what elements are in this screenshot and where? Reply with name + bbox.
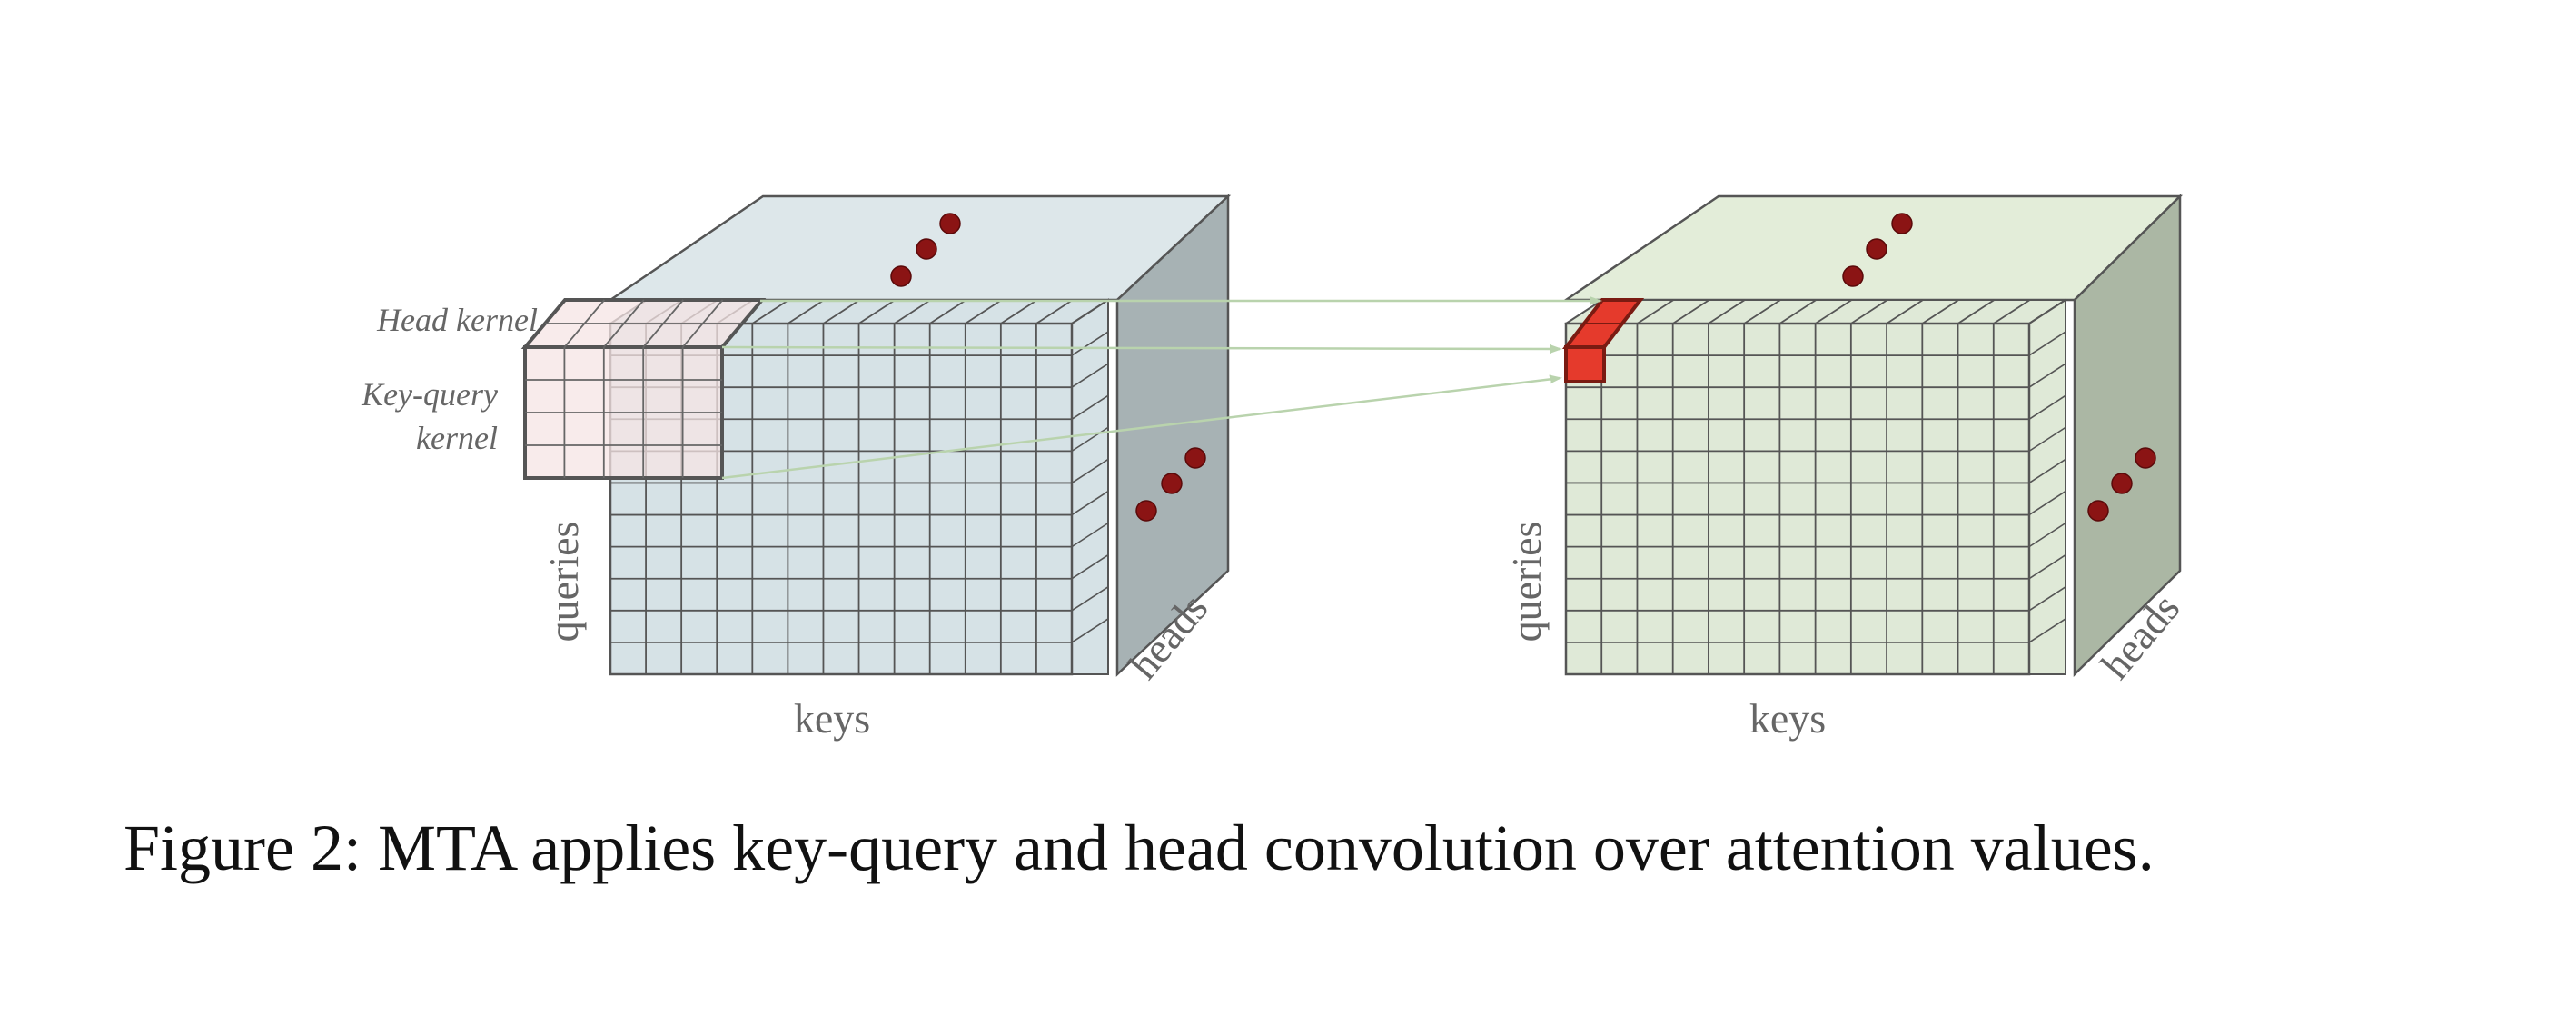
- right-cube-side-grid: [2028, 194, 2182, 677]
- right-cube-side-dots: [2087, 447, 2156, 522]
- grid-line: [2028, 586, 2066, 612]
- grid-line: [2028, 554, 2066, 580]
- ellipsis-dot: [939, 213, 961, 234]
- grid-line: [2028, 522, 2066, 548]
- ellipsis-dot: [2111, 473, 2133, 494]
- grid-line: [1071, 618, 1109, 643]
- grid-line: [1071, 554, 1109, 580]
- grid-line: [2028, 363, 2066, 388]
- front-face: [1564, 322, 2031, 676]
- right-cube-front-grid: [1564, 322, 2031, 676]
- grid-line: [1743, 299, 1781, 324]
- grid-line: [1993, 299, 2031, 324]
- left-queries-label: queries: [540, 522, 587, 642]
- ellipsis-dot: [1891, 213, 1913, 234]
- grid-line: [1071, 394, 1109, 420]
- ellipsis-dot: [1135, 500, 1157, 522]
- key-query-kernel-label-line2: kernel: [416, 420, 498, 456]
- left-cube-top-dots: [890, 213, 961, 287]
- grid-line: [2028, 618, 2066, 643]
- grid-line: [751, 299, 789, 324]
- grid-line: [2028, 331, 2066, 356]
- grid-line: [1071, 490, 1109, 516]
- grid-line: [1636, 299, 1674, 324]
- grid-line: [1815, 299, 1853, 324]
- grid-line: [1071, 522, 1109, 548]
- grid-line: [1071, 586, 1109, 612]
- convolution-arrows: [721, 296, 1602, 480]
- grid-line: [1071, 363, 1109, 388]
- grid-line: [1071, 458, 1109, 484]
- ellipsis-dot: [1184, 447, 1206, 469]
- ellipsis-dot: [890, 265, 912, 287]
- grid-line: [1672, 299, 1710, 324]
- grid-line: [2028, 394, 2066, 420]
- right-queries-label: queries: [1503, 522, 1550, 642]
- grid-line: [858, 299, 897, 324]
- output-cell-highlight: [1561, 298, 1645, 383]
- left-cube-side-dots: [1135, 447, 1206, 522]
- grid-top-surface: [1562, 299, 2069, 324]
- ellipsis-dot: [1161, 473, 1183, 494]
- left-cube-side-grid: [1071, 194, 1230, 677]
- grid-line: [965, 299, 1003, 324]
- right-cube-top-dots: [1842, 213, 1913, 287]
- grid-line: [1035, 299, 1074, 324]
- grid-line: [1071, 426, 1109, 453]
- key-query-kernel-label-line1: Key-query: [361, 376, 498, 413]
- grid-line: [1850, 299, 1888, 324]
- ellipsis-dot: [2087, 500, 2109, 522]
- ellipsis-dot: [2135, 447, 2156, 469]
- grid-line: [2028, 458, 2066, 484]
- grid-line: [1886, 299, 1924, 324]
- kernel-box: [520, 298, 767, 480]
- grid-line: [1000, 299, 1038, 324]
- head-kernel-label: Head kernel: [376, 302, 538, 338]
- side-face: [1115, 194, 1230, 677]
- grid-line: [822, 299, 860, 324]
- ellipsis-dot: [1842, 265, 1864, 287]
- grid-line: [1071, 331, 1109, 356]
- grid-line: [787, 299, 825, 324]
- ellipsis-dot: [1866, 238, 1887, 260]
- left-keys-label: keys: [794, 695, 870, 742]
- grid-side-surface: [2028, 298, 2066, 675]
- left-attention-cube: [520, 194, 1232, 677]
- output-cell-front: [1564, 345, 1606, 383]
- side-face: [2073, 194, 2182, 677]
- ellipsis-dot: [916, 238, 937, 260]
- grid-line: [1778, 299, 1817, 324]
- grid-line: [1957, 299, 1996, 324]
- figure-caption: Figure 2: MTA applies key-query and head…: [124, 812, 2155, 884]
- right-keys-label: keys: [1749, 695, 1826, 742]
- grid-line: [894, 299, 932, 324]
- grid-line: [1921, 299, 1959, 324]
- arrow-key-query-top: [721, 344, 1562, 354]
- right-attention-cube: [1561, 194, 2184, 677]
- grid-line: [2028, 490, 2066, 516]
- grid-side-surface: [1071, 298, 1109, 675]
- grid-line: [2028, 426, 2066, 453]
- grid-line: [929, 299, 967, 324]
- arrow-key-query-bottom: [721, 374, 1562, 480]
- grid-line: [1708, 299, 1746, 324]
